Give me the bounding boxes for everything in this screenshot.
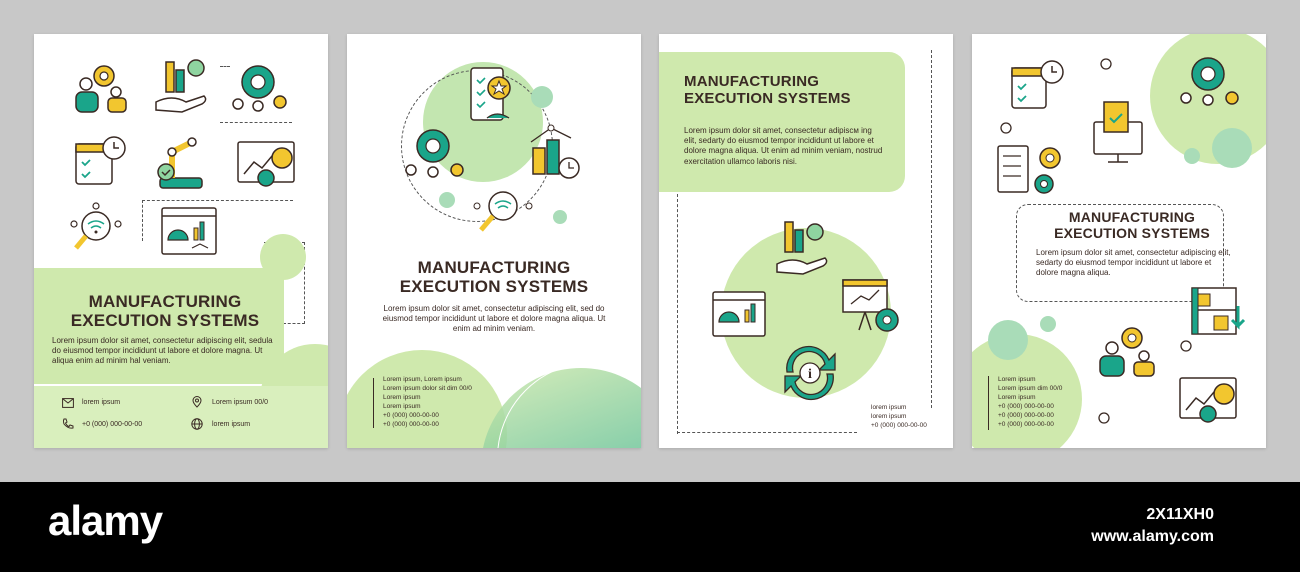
gear-network-icon <box>1180 57 1239 106</box>
decor-dot <box>1040 316 1056 332</box>
contact-strip <box>34 386 328 448</box>
page-title: MANUFACTURING EXECUTION SYSTEMS <box>684 73 914 108</box>
contact-divider <box>988 376 989 430</box>
title-line-2: EXECUTION SYSTEMS <box>1054 224 1210 241</box>
contact-divider <box>373 378 374 428</box>
decor-dot <box>1212 128 1252 168</box>
robot-arm-icon <box>157 137 203 189</box>
warehouse-shelf-icon <box>1191 287 1246 335</box>
contact-line: Lorem ipsum dim 00/0 <box>998 384 1063 392</box>
page-title: MANUFACTURING EXECUTION SYSTEMS <box>1032 209 1232 241</box>
contact-line: lorem ipsum <box>871 412 907 420</box>
ring-dot <box>1098 412 1110 424</box>
title-line-2: EXECUTION SYSTEMS <box>684 89 851 107</box>
contact-line: +0 (000) 000-00-00 <box>871 421 927 429</box>
gear-network-icon <box>232 65 287 112</box>
contact-line: Lorem ipsum <box>383 393 421 401</box>
document-monitor-icon <box>1093 101 1143 163</box>
location-pin-icon <box>192 396 202 408</box>
gear-network-icon <box>405 129 464 178</box>
phone-icon <box>63 418 74 429</box>
image-id: 2X11XH0 <box>1146 506 1214 523</box>
svg-text:i: i <box>808 367 812 382</box>
contact-line: +0 (000) 000-00-00 <box>998 402 1054 410</box>
wireless-search-icon <box>473 191 533 232</box>
checklist-gear-icon <box>997 145 1061 194</box>
contact-line: lorem ipsum <box>871 404 907 411</box>
contact-line: Lorem ipsum <box>998 376 1036 383</box>
contact-line: Lorem ipsum <box>998 393 1036 401</box>
contact-email: lorem ipsum <box>82 399 121 406</box>
contact-line: Lorem ipsum dolor sit dim 00/0 <box>383 384 472 392</box>
dashed-frame <box>1016 204 1224 302</box>
contact-line: +0 (000) 000-00-00 <box>998 411 1054 419</box>
title-line-1: MANUFACTURING <box>1068 209 1196 225</box>
contact-line: +0 (000) 000-00-00 <box>998 420 1054 428</box>
decor-dot <box>1184 148 1200 164</box>
brochure-panel-1: MANUFACTURING EXECUTION SYSTEMS Lorem ip… <box>34 34 328 448</box>
title-line-1: MANUFACTURING <box>88 292 242 311</box>
title-block <box>659 52 905 192</box>
title-line-1: MANUFACTURING <box>684 73 820 90</box>
watermark-bar <box>0 482 1300 572</box>
contact-web: lorem ipsum <box>212 421 251 428</box>
page-title: MANUFACTURING EXECUTION SYSTEMS <box>50 292 280 330</box>
contact-line: Lorem ipsum <box>383 402 421 410</box>
decor-dot <box>531 86 553 108</box>
analytics-board-icon <box>237 141 295 187</box>
brochure-panel-2: MANUFACTURING EXECUTION SYSTEMS Lorem ip… <box>347 34 641 448</box>
contact-line: +0 (000) 000-00-00 <box>383 411 439 419</box>
wireless-search-icon <box>70 202 122 250</box>
growth-chart-clock-icon <box>530 124 580 179</box>
title-line-2: EXECUTION SYSTEMS <box>70 311 260 331</box>
alamy-logo[interactable]: alamy <box>48 497 163 544</box>
contact-address: Lorem ipsum 00/0 <box>212 399 269 406</box>
ring-dot <box>1180 340 1192 352</box>
contact-list: lorem ipsum lorem ipsum +0 (000) 000-00-… <box>871 404 927 431</box>
body-text: Lorem ipsum dolor sit amet, consectetur … <box>382 304 606 334</box>
brochure-panel-3: MANUFACTURING EXECUTION SYSTEMS Lorem ip… <box>659 34 953 448</box>
contact-phone: +0 (000) 000-00-00 <box>82 421 143 428</box>
gear-team-icon <box>1099 327 1155 377</box>
contact-line: Lorem ipsum, Lorem ipsum <box>383 376 462 383</box>
decor-dot <box>553 210 567 224</box>
info-refresh-icon: i <box>784 345 836 401</box>
checklist-star-icon <box>470 67 511 121</box>
chart-hand-icon <box>155 59 207 113</box>
calendar-clock-icon <box>75 136 126 185</box>
title-line-2: EXECUTION SYSTEMS <box>399 277 589 297</box>
presentation-gear-icon <box>842 279 899 332</box>
contact-list: Lorem ipsum, Lorem ipsum Lorem ipsum dol… <box>383 376 472 430</box>
analytics-board-icon <box>1179 377 1237 423</box>
ring-dot <box>1100 58 1112 70</box>
globe-icon <box>191 418 203 430</box>
decor-circle <box>972 334 1082 448</box>
body-text: Lorem ipsum dolor sit amet, consectetur … <box>1036 248 1231 278</box>
decor-ring <box>497 362 641 448</box>
contact-list: Lorem ipsum Lorem ipsum dim 00/0 Lorem i… <box>998 376 1062 430</box>
contact-line: +0 (000) 000-00-00 <box>383 420 439 428</box>
gear-team-icon <box>75 65 127 113</box>
dashboard-icon <box>712 291 766 337</box>
dashed-connector <box>220 122 292 123</box>
chart-hand-icon <box>776 221 828 275</box>
decor-dot <box>439 192 455 208</box>
dashboard-icon <box>161 207 217 255</box>
calendar-clock-icon <box>1011 60 1064 109</box>
brochure-panel-4: MANUFACTURING EXECUTION SYSTEMS Lorem ip… <box>972 34 1266 448</box>
envelope-icon <box>62 398 74 408</box>
title-line-1: MANUFACTURING <box>417 258 571 277</box>
ring-dot <box>1000 122 1012 134</box>
dashed-connector <box>931 50 932 408</box>
decor-dot <box>988 320 1028 360</box>
alamy-url[interactable]: www.alamy.com <box>1091 528 1214 545</box>
dashed-connector <box>677 194 678 434</box>
title-block <box>34 268 284 384</box>
dashed-connector <box>220 66 230 67</box>
dashed-connector <box>677 432 857 433</box>
body-text: Lorem ipsum dolor sit amet, consectetur … <box>52 336 273 366</box>
dashed-connector <box>142 200 293 241</box>
body-text: Lorem ipsum dolor sit amet, consectetur … <box>684 126 883 166</box>
page-title: MANUFACTURING EXECUTION SYSTEMS <box>357 258 631 296</box>
